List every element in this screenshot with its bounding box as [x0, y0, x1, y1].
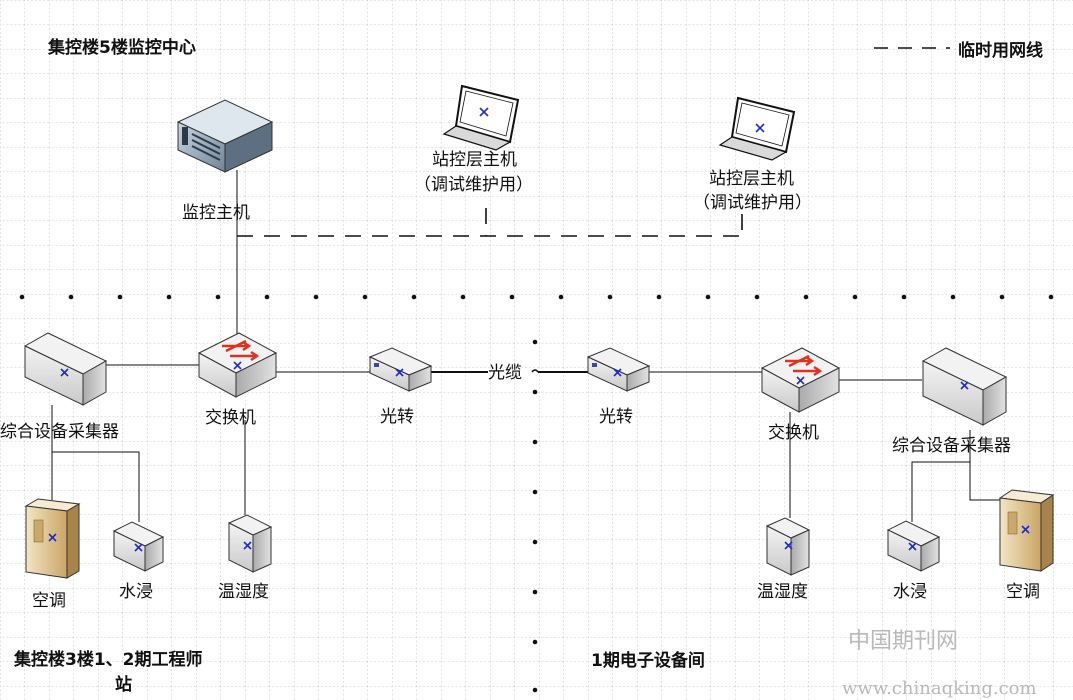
- air-conditioner-icon[interactable]: [998, 489, 1055, 572]
- right-switch-label: 交换机: [768, 423, 819, 443]
- area-title-engineer-station-line1: 集控楼3楼1、2期工程师: [13, 649, 203, 670]
- laptop-icon[interactable]: [442, 84, 520, 151]
- right-collector-label: 综合设备采集器: [892, 436, 1011, 456]
- legend: 临时用网线: [874, 40, 1043, 61]
- watermark-cn: 中国期刊网: [848, 629, 958, 654]
- media-converter-icon[interactable]: [586, 347, 651, 392]
- area-title-monitoring-center: 集控楼5楼监控中心: [47, 37, 196, 58]
- vertical-dotted-divider: [532, 339, 538, 693]
- link-water-left: [52, 451, 140, 522]
- temporary-network-line: [237, 208, 743, 237]
- fiber-label: 光缆: [488, 363, 522, 383]
- left-water-label: 水浸: [119, 582, 153, 602]
- temperature-humidity-sensor-icon[interactable]: [765, 517, 811, 576]
- monitor-host-label: 监控主机: [182, 203, 250, 223]
- laptop-icon[interactable]: [718, 96, 796, 161]
- fiber-break: [531, 369, 539, 373]
- collector-icon[interactable]: [921, 347, 1008, 426]
- left-ac-label: 空调: [32, 591, 66, 611]
- water-sensor-icon[interactable]: [886, 520, 941, 572]
- switch-icon[interactable]: [760, 347, 841, 413]
- laptop-a-label-line2: （调试维护用）: [414, 175, 533, 195]
- horizontal-dotted-divider: [19, 294, 1054, 300]
- legend-label: 临时用网线: [958, 40, 1043, 61]
- network-links: [51, 170, 1025, 522]
- water-sensor-icon[interactable]: [112, 521, 165, 572]
- temperature-humidity-sensor-icon[interactable]: [227, 514, 273, 573]
- left-converter-label: 光转: [380, 407, 414, 427]
- right-temp-label: 温湿度: [757, 582, 808, 602]
- laptop-b-label-line1: 站控层主机: [709, 169, 794, 189]
- area-title-equipment-room: 1期电子设备间: [591, 650, 705, 671]
- air-conditioner-icon[interactable]: [24, 498, 81, 579]
- link-water-right: [911, 461, 970, 522]
- right-converter-label: 光转: [599, 407, 633, 427]
- watermark-url: www.chinaqking.com: [842, 678, 1037, 699]
- laptop-b-label-line2: （调试维护用）: [693, 193, 812, 213]
- left-switch-label: 交换机: [205, 408, 256, 428]
- server-icon[interactable]: [176, 99, 274, 173]
- left-collector-label: 综合设备采集器: [0, 422, 119, 442]
- right-water-label: 水浸: [893, 582, 927, 602]
- left-temp-label: 温湿度: [218, 582, 269, 602]
- media-converter-icon[interactable]: [368, 347, 433, 392]
- area-title-engineer-station-line2: 站: [115, 674, 132, 695]
- collector-icon[interactable]: [23, 332, 108, 406]
- switch-icon[interactable]: [197, 332, 278, 398]
- laptop-a-label-line1: 站控层主机: [432, 150, 517, 170]
- right-ac-label: 空调: [1006, 582, 1040, 602]
